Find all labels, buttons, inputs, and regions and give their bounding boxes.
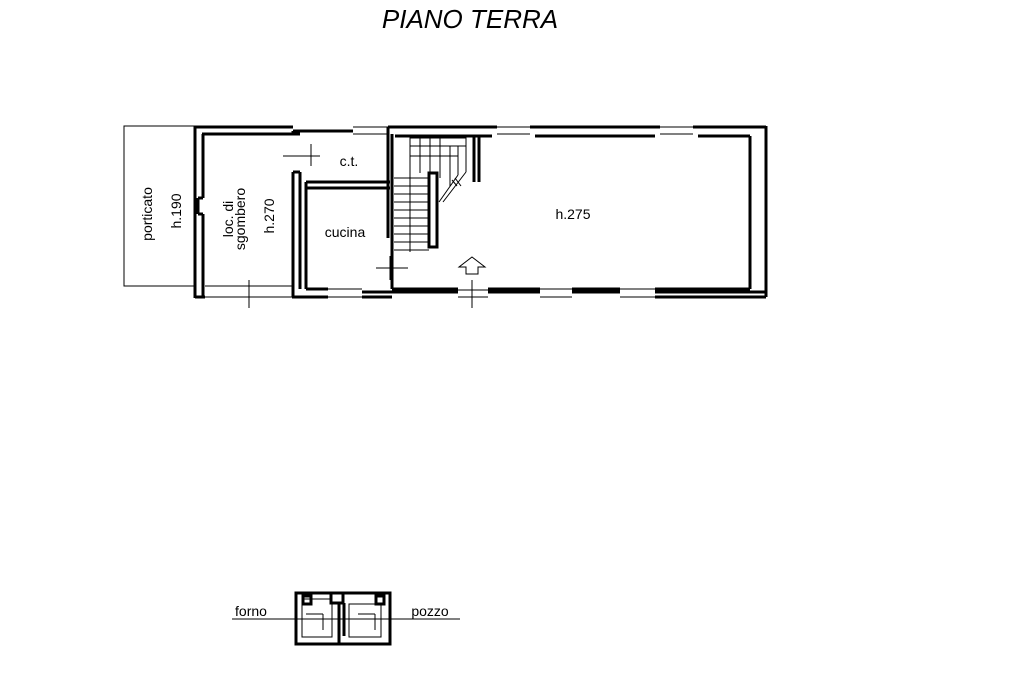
- label-sgombero-height: h.270: [261, 198, 277, 233]
- outer-walls: [193, 125, 768, 299]
- label-main-height: h.275: [555, 206, 590, 222]
- label-ct: c.t.: [340, 153, 359, 169]
- interior-walls: [291, 127, 481, 297]
- label-pozzo: pozzo: [411, 603, 449, 619]
- label-cucina: cucina: [325, 224, 366, 240]
- door-markers: [248, 144, 473, 308]
- label-porticato: porticato: [139, 187, 155, 241]
- label-sgombero-line2: sgombero: [232, 188, 248, 250]
- label-forno: forno: [235, 603, 267, 619]
- staircase: [394, 137, 467, 252]
- label-porticato-height: h.190: [168, 193, 184, 228]
- entrance-arrow-icon: [457, 256, 487, 275]
- porticato-outline: [123, 125, 197, 287]
- label-sgombero-line1: loc. di: [220, 201, 236, 238]
- annex-forno-pozzo: [232, 591, 460, 646]
- plan-title: PIANO TERRA: [382, 4, 558, 34]
